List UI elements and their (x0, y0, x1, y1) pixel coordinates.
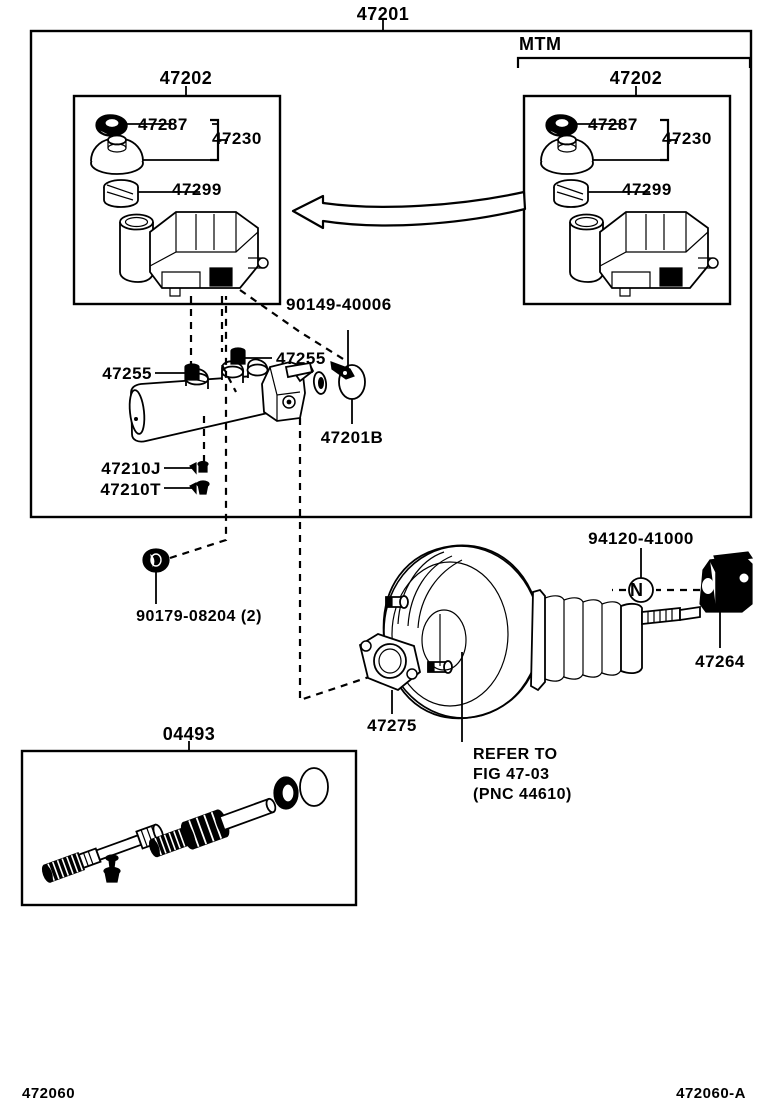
gasket-illustration (358, 633, 422, 714)
nut-90179 (142, 548, 170, 604)
plug-j (164, 460, 209, 475)
grommet-left (155, 363, 200, 381)
footer-code-right: 472060-A (676, 1085, 746, 1102)
reservoir-left-box (72, 86, 282, 306)
reservoir-left-illustration (90, 114, 269, 297)
label-47202-right: 47202 (609, 68, 663, 88)
assembly-dashed-lines (189, 289, 349, 468)
label-47255-left: 47255 (102, 364, 152, 383)
master-cylinder-illustration (128, 358, 366, 443)
transfer-arrow (291, 190, 527, 230)
label-47299-left: 47299 (172, 180, 222, 199)
repair-kit-box (20, 741, 358, 907)
plug-t (164, 480, 210, 495)
reservoir-right-illustration (540, 114, 719, 297)
gasket-dashed-line (298, 418, 379, 702)
label-47299-right: 47299 (622, 180, 672, 199)
label-47201: 47201 (356, 4, 410, 24)
label-47275: 47275 (367, 716, 417, 735)
label-47210J: 47210J (101, 459, 161, 478)
note-refer-line2: FIG 47-03 (473, 766, 550, 783)
bracket-47230-left (210, 118, 228, 162)
note-refer-line1: REFER TO (473, 746, 558, 763)
label-47255-right: 47255 (276, 349, 326, 368)
label-04493: 04493 (162, 724, 216, 744)
label-94120-41000: 94120-41000 (588, 529, 694, 548)
grommet-right (230, 347, 272, 365)
note-refer-line3: (PNC 44610) (473, 786, 572, 803)
footer-code-left: 472060 (22, 1085, 76, 1102)
n-mark-text: N (630, 580, 644, 600)
main-group-box (29, 20, 753, 519)
label-47264: 47264 (695, 652, 745, 671)
brake-booster-illustration (382, 544, 701, 742)
label-47287-right: 47287 (588, 115, 638, 134)
label-47230-left: 47230 (212, 129, 262, 148)
label-90179-08204: 90179-08204 (2) (136, 608, 262, 625)
label-47230-right: 47230 (662, 129, 712, 148)
mtm-bracket (516, 56, 752, 68)
label-47210T: 47210T (100, 480, 161, 499)
label-47287-left: 47287 (138, 115, 188, 134)
label-90149-40006: 90149-40006 (286, 295, 392, 314)
repair-kit-illustration (41, 767, 329, 883)
clevis-illustration (699, 551, 754, 648)
label-mtm: MTM (519, 34, 562, 54)
label-47202-left: 47202 (159, 68, 213, 88)
label-47201B: 47201B (320, 428, 384, 447)
nut-dashed-line (169, 296, 228, 560)
bracket-47230-right (660, 118, 678, 162)
clip-bolt (330, 330, 355, 380)
